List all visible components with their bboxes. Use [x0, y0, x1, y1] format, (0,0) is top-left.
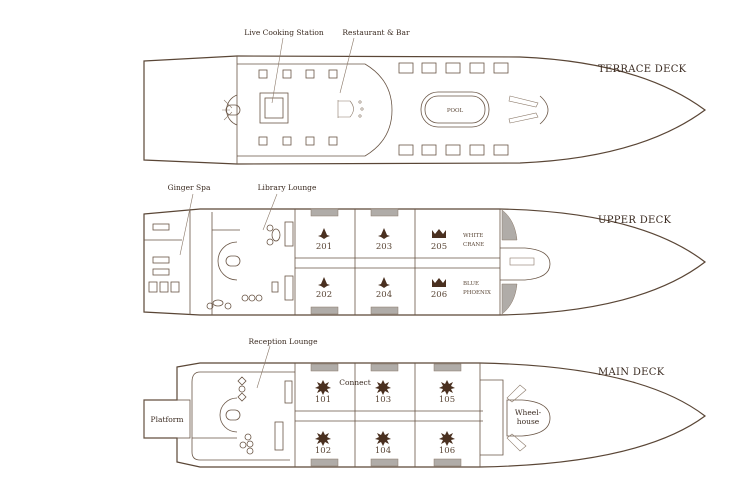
crown-icon: [432, 229, 446, 238]
upper-walls: [144, 209, 501, 315]
spa-fixtures: [148, 223, 180, 293]
spa-leader-line: [179, 193, 194, 256]
reception-lounge-label: Reception Lounge: [248, 337, 318, 346]
main-walls: [191, 363, 504, 467]
cooking-leader-line: [271, 37, 284, 104]
main-deck-title: MAIN DECK: [598, 367, 665, 378]
dining-tables: [258, 69, 338, 146]
crown-icon: [432, 278, 446, 287]
wheelhouse-label-2: house: [517, 417, 540, 426]
wheelhouse-label-1: Wheel-: [515, 408, 542, 417]
pool: POOL: [420, 91, 490, 128]
upper-deck-title: UPPER DECK: [598, 215, 672, 226]
bow-stairs: [508, 95, 549, 125]
cabin-103: 103: [375, 395, 391, 405]
bar-counter: [337, 100, 364, 118]
restaurant-leader-line: [339, 37, 355, 94]
upper-hull: [143, 208, 706, 316]
terrace-deck: POOL Live Cooking Station Restaurant & B…: [143, 28, 707, 165]
star-icon: [375, 431, 391, 446]
upper-bow: [500, 247, 551, 281]
cabin-106: 106: [439, 446, 455, 456]
platform-label: Platform: [151, 415, 184, 424]
fleur-icon: [378, 228, 390, 239]
library-furniture: [206, 221, 294, 310]
connect-label: Connect: [339, 378, 371, 387]
main-staircase: [219, 397, 241, 433]
reception-leader-line: [256, 345, 271, 389]
cabin-101: 101: [315, 395, 331, 405]
cooking-station: [259, 92, 289, 124]
library-lounge-label: Library Lounge: [258, 183, 317, 192]
cabin-201: 201: [316, 242, 332, 252]
pool-label: POOL: [447, 108, 464, 114]
cabin-206: 206: [431, 290, 447, 300]
main-deck: Platform Connect 1: [143, 337, 706, 468]
ginger-spa-label: Ginger Spa: [168, 183, 211, 192]
restaurant-label: Restaurant & Bar: [342, 28, 410, 37]
cabin-105: 105: [439, 395, 455, 405]
star-icon: [315, 380, 331, 395]
cabin-204: 204: [376, 290, 392, 300]
star-icon: [315, 431, 331, 446]
cabin-202: 202: [316, 290, 332, 300]
sun-loungers: [398, 62, 509, 156]
white-crane-label-2: CRANE: [463, 242, 484, 248]
cabin-102: 102: [315, 446, 331, 456]
cabin-icons: [318, 228, 446, 288]
main-beds: [310, 363, 462, 467]
white-crane-label-1: WHITE: [463, 233, 483, 239]
restaurant-area: [236, 56, 393, 164]
platform: [143, 399, 191, 439]
cabin-203: 203: [376, 242, 392, 252]
fleur-icon: [378, 277, 390, 288]
cabin-205: 205: [431, 242, 447, 252]
fleur-icon: [318, 277, 330, 288]
upper-deck: 201 203 205 202 204 206 WHITE CRANE BLUE…: [143, 183, 706, 316]
blue-phoenix-label-1: BLUE: [463, 281, 479, 287]
wheelhouse: [506, 384, 551, 452]
star-icon: [439, 380, 455, 395]
star-icon: [375, 380, 391, 395]
blue-phoenix-label-2: PHOENIX: [463, 290, 491, 296]
fleur-icon: [318, 228, 330, 239]
cabin-icons: [315, 380, 455, 446]
reception-furniture: [237, 376, 293, 455]
upper-staircase: [217, 241, 241, 281]
library-leader-line: [262, 193, 278, 231]
terrace-deck-title: TERRACE DECK: [598, 64, 687, 75]
star-icon: [439, 431, 455, 446]
staircase: [222, 94, 241, 126]
main-hull: [143, 362, 706, 468]
upper-beds: [310, 208, 518, 315]
cabin-104: 104: [375, 446, 391, 456]
live-cooking-label: Live Cooking Station: [244, 28, 324, 37]
